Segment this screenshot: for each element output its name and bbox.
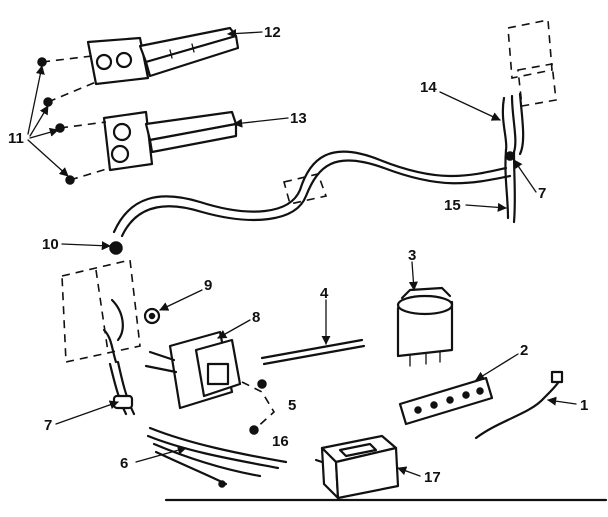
part-2-terminal-board	[398, 376, 494, 426]
main-harness	[109, 150, 512, 255]
callout-16: 16	[272, 433, 289, 450]
callout-8: 8	[252, 309, 260, 326]
callout-3: 3	[408, 247, 416, 264]
part-14-junction	[501, 19, 557, 156]
callout-7-right: 7	[538, 185, 546, 202]
part-7-clamp-left	[108, 360, 136, 416]
callout-7-left: 7	[44, 417, 52, 434]
callout-12: 12	[264, 24, 281, 41]
part-4-wire	[260, 338, 366, 366]
part-3-capacitor	[396, 286, 454, 367]
leader-lines	[27, 28, 577, 477]
part-1-lead	[474, 370, 564, 440]
callout-5: 5	[288, 397, 296, 414]
part-6-wire-bundle	[146, 426, 288, 488]
part-8-relay	[144, 330, 276, 435]
callout-1: 1	[580, 397, 588, 414]
callout-14: 14	[420, 79, 437, 96]
part-15-cord	[504, 148, 516, 224]
part-12-receptacle	[86, 26, 240, 86]
part-17-transformer	[314, 434, 400, 500]
callout-17: 17	[424, 469, 441, 486]
callout-11: 11	[8, 130, 24, 147]
callout-labels: 12 13 11 14 7 15 10 9 8 4 3 2 1 5 16 7 6…	[8, 24, 588, 486]
callout-15: 15	[444, 197, 461, 214]
callout-2: 2	[520, 342, 528, 359]
callout-4: 4	[320, 285, 329, 302]
callout-13: 13	[290, 110, 307, 127]
part-11-screws	[37, 55, 111, 185]
callout-9: 9	[204, 277, 212, 294]
callout-10: 10	[42, 236, 59, 253]
part-13-receptacle	[102, 110, 238, 172]
control-box	[61, 259, 141, 364]
callout-6: 6	[120, 455, 128, 472]
part-9-grommet	[143, 307, 161, 325]
